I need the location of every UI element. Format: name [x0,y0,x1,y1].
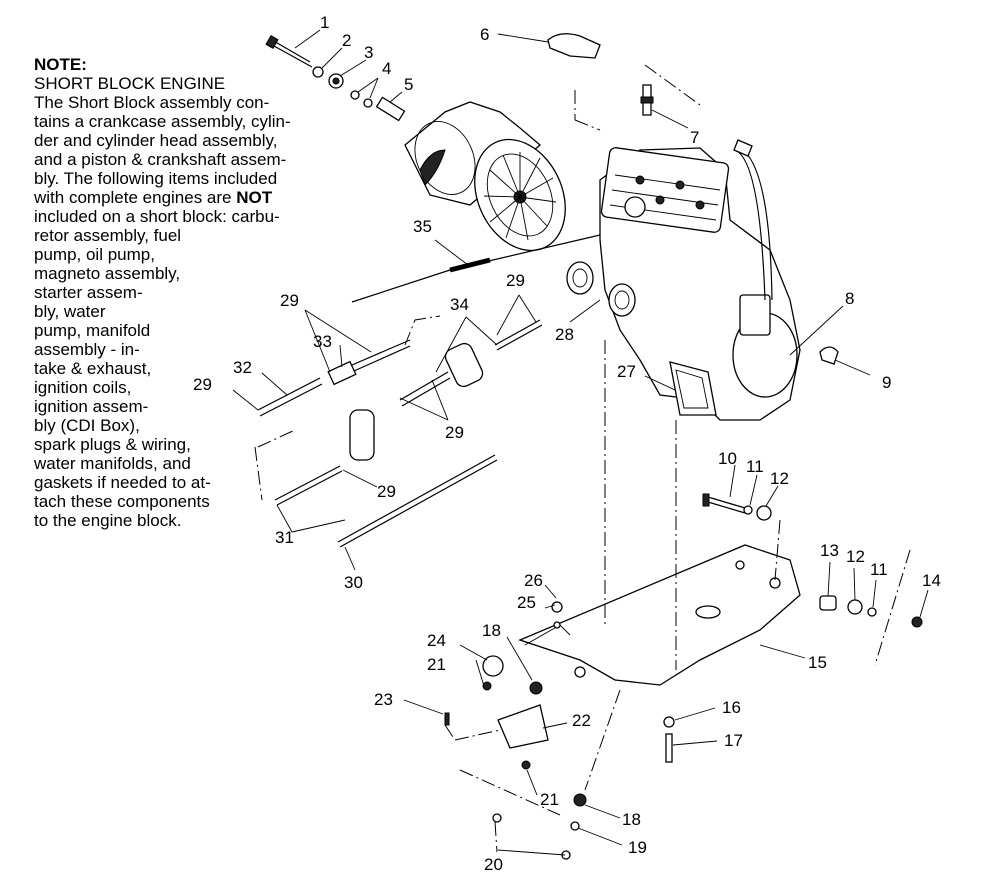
intake-flanges [566,261,636,317]
note-line: der and cylinder head assembly, [34,131,278,150]
spark-plug [640,84,654,116]
note-line: included on a short block: carbu- [34,207,280,226]
note-line: to the engine block. [34,511,182,530]
callout-13: 13 [820,541,839,560]
note-line: take & exhaust, [34,359,152,378]
washer-4b [363,98,373,108]
callout-9: 9 [882,373,891,392]
note-line: SHORT BLOCK ENGINE [34,74,226,93]
note-line: ignition assem- [34,397,149,416]
callout-11b: 11 [870,560,888,579]
rubber-mount-18a [529,681,543,695]
leader-lines [232,29,929,856]
spacer-5 [375,96,406,122]
fuel-lines [257,319,543,548]
note-line: spark plugs & wiring, [34,435,191,454]
callout-1: 1 [320,13,329,32]
callout-32: 32 [233,358,252,377]
callout-23: 23 [374,690,393,709]
note-line: retor assembly, fuel [34,226,182,245]
callout-12b: 12 [846,547,865,566]
callout-8: 8 [845,289,854,308]
grommet-9 [819,346,839,365]
note-line: water manifolds, and [34,454,191,473]
callout-2: 2 [342,31,351,50]
callout-31: 31 [275,528,294,547]
short-block-note: NOTE: SHORT BLOCK ENGINE The Short Block… [34,55,354,530]
callout-labels: 1 2 3 4 5 6 7 8 9 10 11 12 13 12 11 14 1… [193,13,941,874]
callout-21b: 21 [540,790,559,809]
callout-18a: 18 [482,621,501,640]
engine-mount-plate [518,544,801,686]
damper-24 [482,655,504,677]
drive-clutch [404,101,566,252]
clutch-bolt [265,34,313,68]
mount-bracket [497,704,549,749]
callout-29d: 29 [445,423,464,442]
rubber-mount-18b [573,793,587,807]
callout-21a: 21 [427,655,446,674]
callout-29c: 29 [193,375,212,394]
note-line: ignition coils, [34,378,132,397]
note-line: pump, oil pump, [34,245,155,264]
note-line: gaskets if needed to at- [34,473,211,492]
callout-11a: 11 [746,457,764,476]
callout-22: 22 [572,711,591,730]
note-line: bly (CDI Box), [34,416,140,435]
callout-7: 7 [690,128,699,147]
callout-25: 25 [517,593,536,612]
note-line: bly. The following items included [34,169,278,188]
oil-cap [547,33,601,59]
note-line: pump, manifold [34,321,151,340]
washer-2 [312,66,324,78]
callout-5: 5 [404,75,413,94]
callout-6: 6 [480,25,489,44]
callout-14: 14 [922,571,941,590]
callout-27: 27 [617,362,636,381]
throttle-cable [351,234,601,303]
callout-26: 26 [524,571,543,590]
callout-30: 30 [344,573,363,592]
callout-29a: 29 [280,291,299,310]
callout-17: 17 [724,731,743,750]
callout-33: 33 [313,332,332,351]
note-line-text: with complete engines are [34,188,237,207]
callout-4: 4 [382,59,391,78]
engine-block [599,139,801,421]
note-line: starter assem- [34,283,143,302]
exhaust-gasket [669,361,717,416]
callout-18b: 18 [622,810,641,829]
note-line: The Short Block assembly con- [34,93,270,112]
washer-4a [350,90,360,100]
note-line: magneto assembly, [34,264,181,283]
note-line: bly, water [34,302,106,321]
note-emphasis-not: NOT [236,188,273,207]
note-line: tach these components [34,492,210,511]
note-title: NOTE: [34,55,87,74]
callout-20: 20 [484,855,503,874]
callout-10: 10 [718,449,737,468]
callout-34: 34 [450,295,469,314]
note-line: tains a crankcase assembly, cylin- [34,112,291,131]
callout-15: 15 [808,653,827,672]
note-line-emphasis: with complete engines are NOT [34,188,354,207]
note-line: assembly - in- [34,340,140,359]
callout-19: 19 [628,838,647,857]
callout-3: 3 [364,43,373,62]
callout-29e: 29 [377,482,396,501]
note-line: and a piston & crankshaft assem- [34,150,287,169]
callout-35: 35 [413,217,432,236]
callout-16: 16 [722,698,741,717]
callout-28: 28 [555,325,574,344]
callout-12a: 12 [770,469,789,488]
callout-29b: 29 [506,271,525,290]
callout-24: 24 [427,631,446,650]
